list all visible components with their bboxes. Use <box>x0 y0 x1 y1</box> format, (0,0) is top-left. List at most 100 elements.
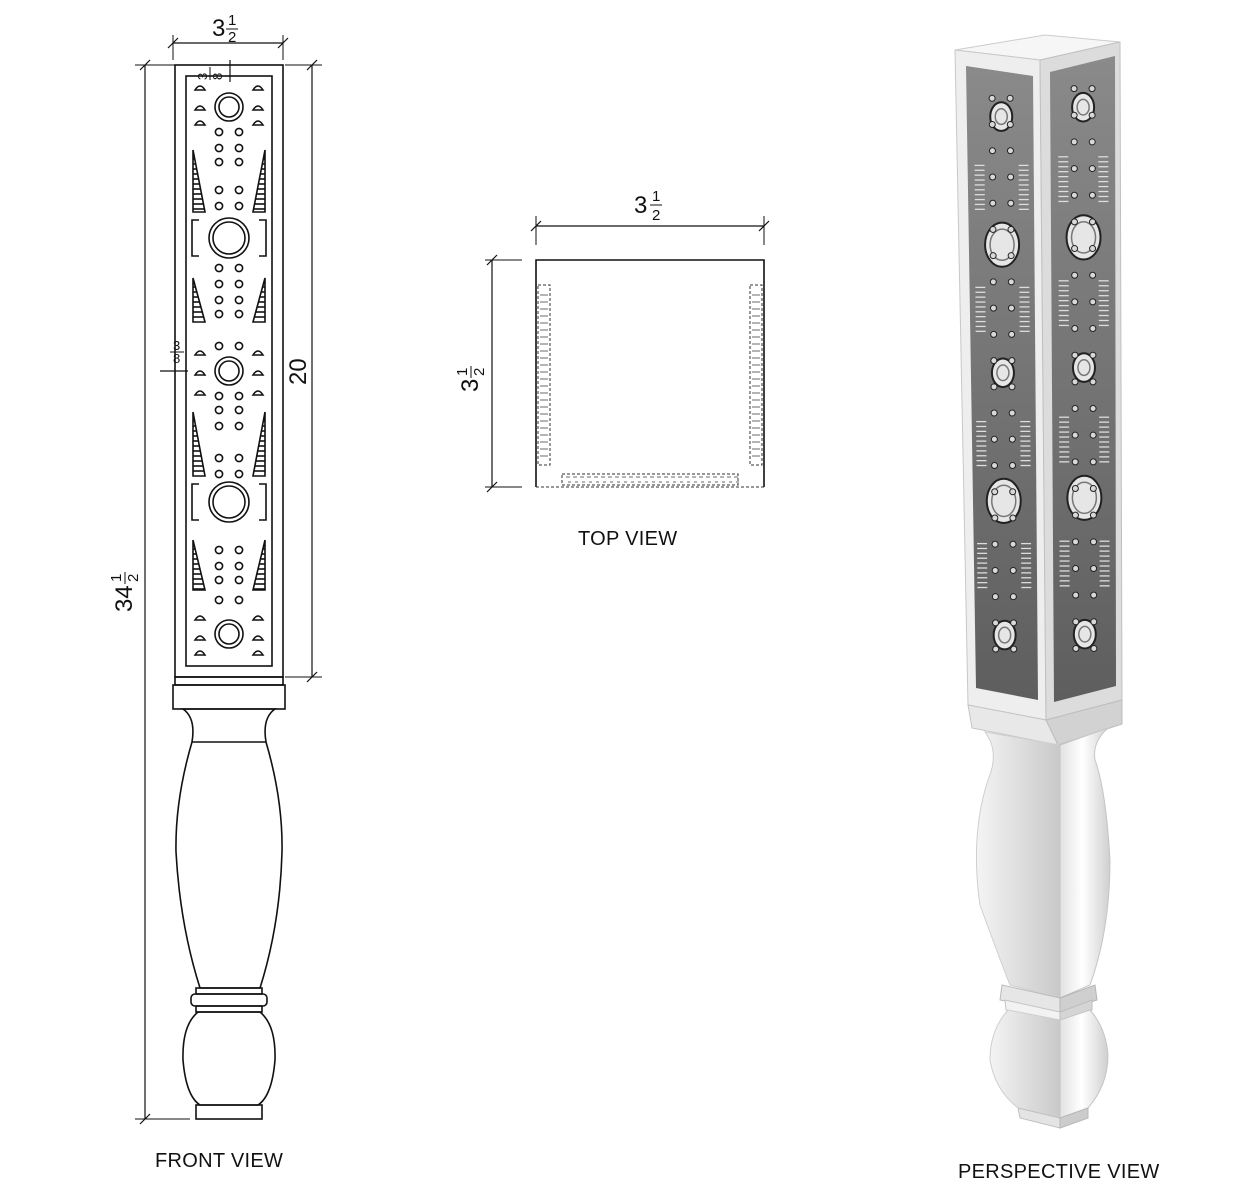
relief-bead <box>1071 511 1079 519</box>
relief-bead <box>1006 147 1014 155</box>
relief-bead <box>1071 378 1079 386</box>
bead <box>234 469 244 479</box>
bead <box>234 575 244 585</box>
relief-medallion-inner <box>1070 221 1097 254</box>
front-side-margin-dimension: 3 8 <box>160 338 188 372</box>
relief-bead <box>992 645 1000 653</box>
top-view-carving-hidden-lines <box>540 294 760 483</box>
drop <box>251 85 265 91</box>
perspective-view-label: PERSPECTIVE VIEW <box>958 1161 1160 1183</box>
relief-bead <box>1090 644 1098 652</box>
bead <box>234 157 244 167</box>
medallion-ring <box>214 356 244 386</box>
bead <box>214 143 224 153</box>
drop <box>193 650 207 656</box>
relief-bead <box>989 225 997 233</box>
bead <box>234 405 244 415</box>
relief-bead <box>989 278 997 286</box>
bracket <box>259 219 267 257</box>
top-view-outline <box>535 259 765 488</box>
relief-medallion-inner <box>991 484 1017 518</box>
bead <box>214 201 224 211</box>
relief-bead <box>1090 538 1098 546</box>
relief-bead <box>1009 462 1017 470</box>
relief-bead <box>1089 298 1097 306</box>
top-width-dimension: 3 1 2 <box>530 188 770 245</box>
relief-bead <box>989 199 997 207</box>
bead <box>234 595 244 605</box>
relief-bead <box>1088 85 1096 93</box>
drop <box>193 120 207 126</box>
drop <box>193 105 207 111</box>
relief-bead <box>1010 619 1018 627</box>
relief-medallion <box>1071 91 1096 123</box>
front-view: 3 1 2 34 1 2 20 <box>108 12 322 1172</box>
bead <box>214 279 224 289</box>
top-width-num: 1 <box>652 188 660 205</box>
top-view-label: TOP VIEW <box>578 528 677 550</box>
relief-bead <box>1008 330 1016 338</box>
front-view-label: FRONT VIEW <box>155 1150 283 1172</box>
relief-bead <box>1090 618 1098 626</box>
top-depth-den: 2 <box>471 368 488 376</box>
front-height-den: 2 <box>125 574 142 582</box>
top-depth-num: 1 <box>454 368 471 376</box>
relief-bead <box>1089 325 1097 333</box>
bead <box>214 295 224 305</box>
bead <box>234 453 244 463</box>
relief-bead <box>989 304 997 312</box>
relief-bead <box>1070 85 1078 93</box>
relief-bead <box>1007 173 1015 181</box>
relief-bead <box>1008 409 1016 417</box>
relief-bead <box>990 330 998 338</box>
drop <box>251 370 265 376</box>
front-panel-motifs <box>191 85 267 656</box>
relief-bead <box>1072 538 1080 546</box>
relief-bead <box>1070 165 1078 173</box>
relief-bead <box>1088 218 1096 226</box>
relief-bead <box>1006 121 1014 129</box>
top-width-whole: 3 <box>634 192 647 219</box>
medallion-boss <box>218 96 240 118</box>
relief-bead <box>991 488 999 496</box>
medallion-ring <box>208 217 250 259</box>
drop <box>251 120 265 126</box>
ribbed-cone <box>252 411 266 477</box>
front-width-num: 1 <box>228 12 236 29</box>
relief-bead <box>1071 431 1079 439</box>
bead <box>234 279 244 289</box>
front-height-num: 1 <box>108 574 125 582</box>
bead <box>234 295 244 305</box>
relief-medallion-inner <box>989 228 1015 262</box>
medallion-ring <box>208 481 250 523</box>
medallion-boss <box>212 485 246 519</box>
bead <box>234 201 244 211</box>
relief-bead <box>1009 593 1017 601</box>
drop <box>193 635 207 641</box>
relief-bead <box>1071 405 1079 413</box>
relief-bead <box>1009 488 1017 496</box>
perspective-view: PERSPECTIVE VIEW <box>954 34 1160 1183</box>
relief-bead <box>1007 225 1015 233</box>
relief-medallion <box>989 101 1014 132</box>
relief-bead <box>989 173 997 181</box>
bead <box>234 561 244 571</box>
relief-bead <box>1071 245 1079 253</box>
bead <box>214 127 224 137</box>
medallion-boss <box>218 360 240 382</box>
ribbed-cone <box>192 411 206 477</box>
ribbed-cone <box>192 149 206 213</box>
front-turned-leg <box>172 676 286 1120</box>
relief-medallion-inner <box>1071 481 1098 515</box>
bead <box>214 421 224 431</box>
top-view: 3 1 2 3 1 2 TOP VIEW <box>454 188 770 550</box>
relief-bead <box>991 514 999 522</box>
drop <box>193 370 207 376</box>
top-width-den: 2 <box>652 207 660 224</box>
front-panel-height-label: 20 <box>285 358 312 385</box>
bead <box>234 263 244 273</box>
relief-bead <box>1089 431 1097 439</box>
medallion-boss <box>218 623 240 645</box>
